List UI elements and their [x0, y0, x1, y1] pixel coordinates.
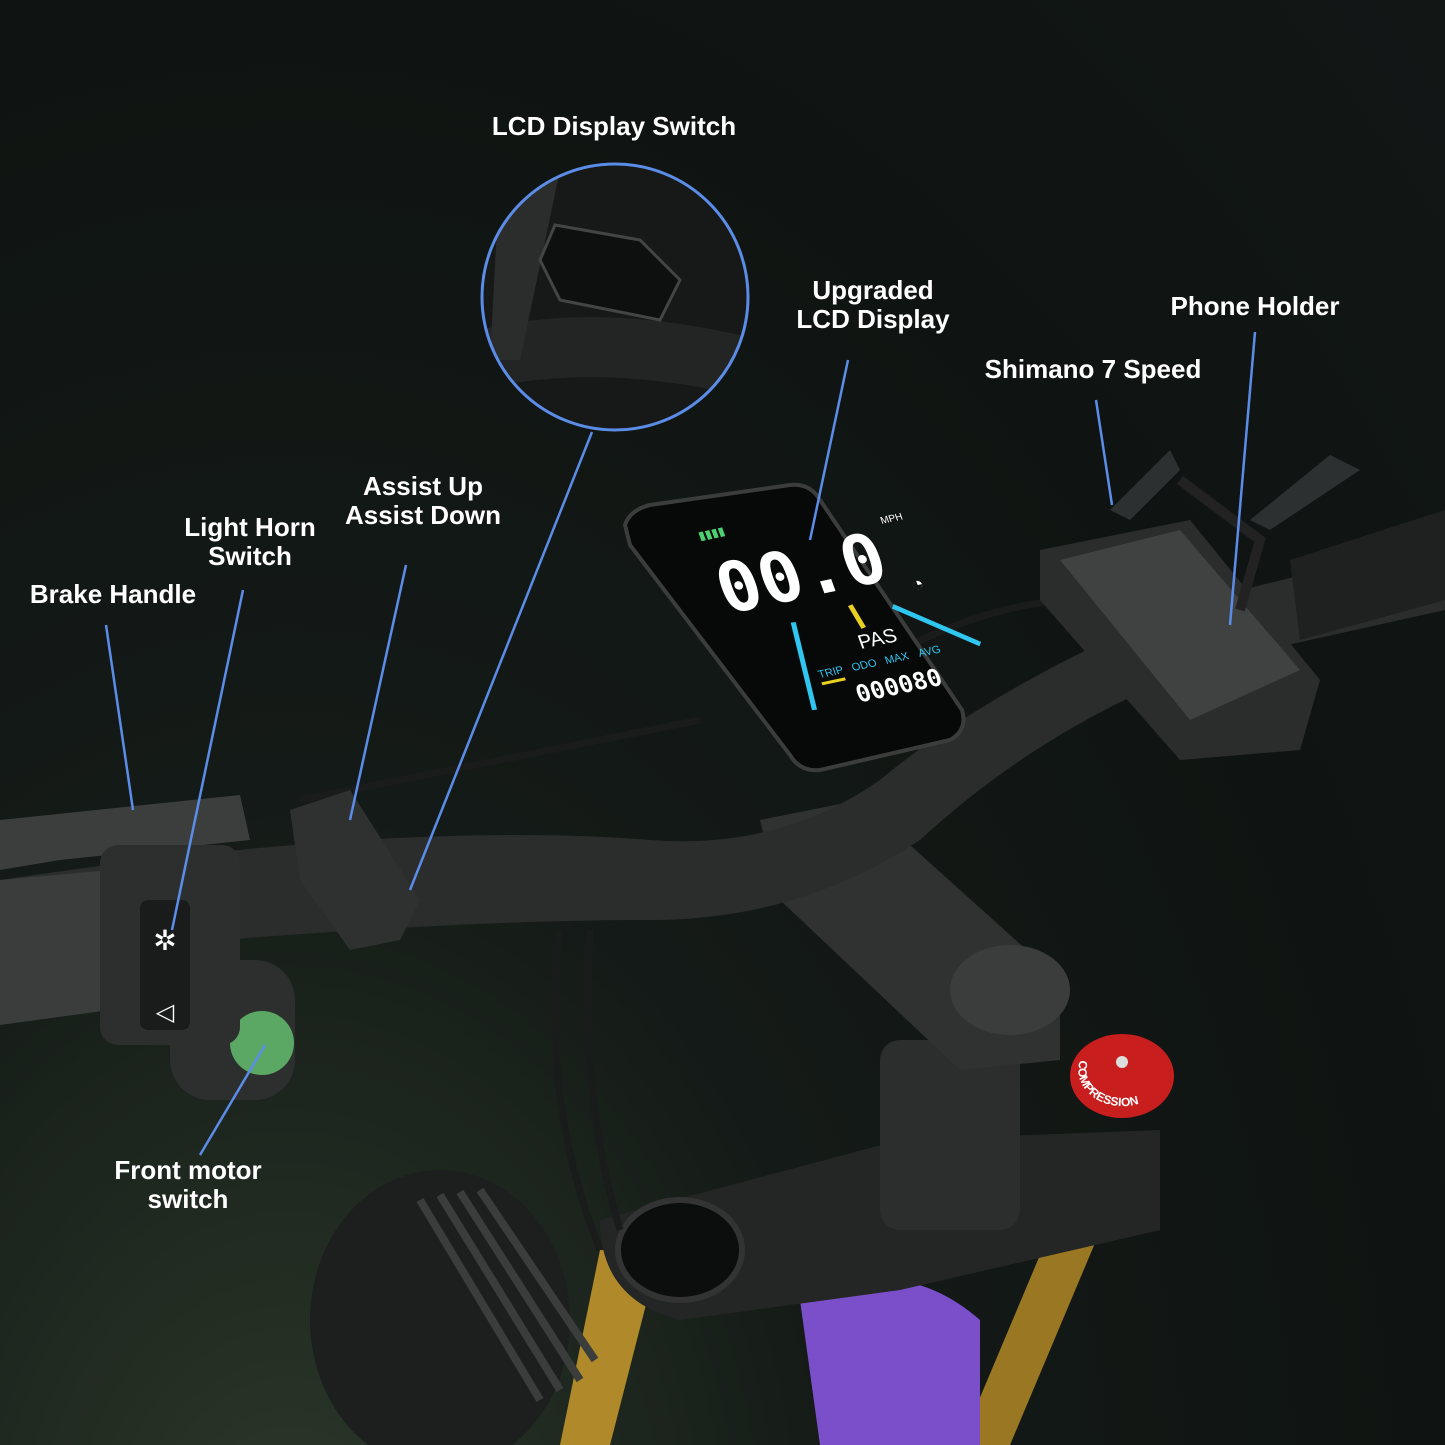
- tab-max: MAX: [883, 650, 911, 666]
- callout-line-1: Light Horn: [184, 512, 316, 542]
- tab-avg: AVG: [916, 644, 942, 660]
- assist-switch: [290, 790, 420, 950]
- callout-lines: [104, 331, 1257, 1156]
- callout-line-1: Assist Up: [363, 471, 483, 501]
- callout-shimano-7-speed: Shimano 7 Speed: [984, 354, 1202, 384]
- callout-line-1: Upgraded: [812, 275, 934, 305]
- light-horn-switch: ✲ ◁: [100, 845, 240, 1045]
- lcd-switch-inset: [480, 162, 750, 432]
- callout-phone-holder: Phone Holder: [1170, 291, 1340, 321]
- motor-hub: [310, 1170, 599, 1445]
- callout-line-2: Assist Down: [344, 500, 502, 530]
- battery-icon: ▮▮▮▮: [696, 524, 727, 543]
- lcd-display: ▮▮▮▮ 00.0 MPH ◔ PAS TRIP ODO MAX AVG 000…: [622, 482, 982, 773]
- gear-icon: ✲: [153, 925, 176, 956]
- cables: [299, 596, 1081, 1252]
- tab-trip: TRIP: [817, 664, 846, 681]
- callout-brake-handle: Brake Handle: [29, 579, 197, 609]
- left-grip: [0, 870, 110, 1025]
- callout-lcd-display-switch: LCD Display Switch: [491, 111, 737, 141]
- horn-icon: ◁: [156, 999, 175, 1026]
- speedometer-icon: ◔: [908, 573, 927, 596]
- callout-line-1: Front motor: [114, 1155, 262, 1185]
- right-brake-lever: [1250, 455, 1360, 530]
- speed-unit: MPH: [879, 512, 904, 527]
- callout-line-2: Switch: [208, 541, 292, 571]
- tab-odo: ODO: [850, 657, 879, 674]
- shimano-shifter: [1110, 450, 1180, 520]
- right-grip: [1290, 510, 1445, 640]
- compression-knob: COMPRESSION: [1070, 1034, 1174, 1118]
- callout-line-2: LCD Display: [796, 304, 950, 334]
- callout-line-2: switch: [147, 1184, 229, 1214]
- phone-holder: [1040, 476, 1320, 760]
- steerer-tube: [880, 1040, 1020, 1230]
- brake-handle: [0, 795, 250, 870]
